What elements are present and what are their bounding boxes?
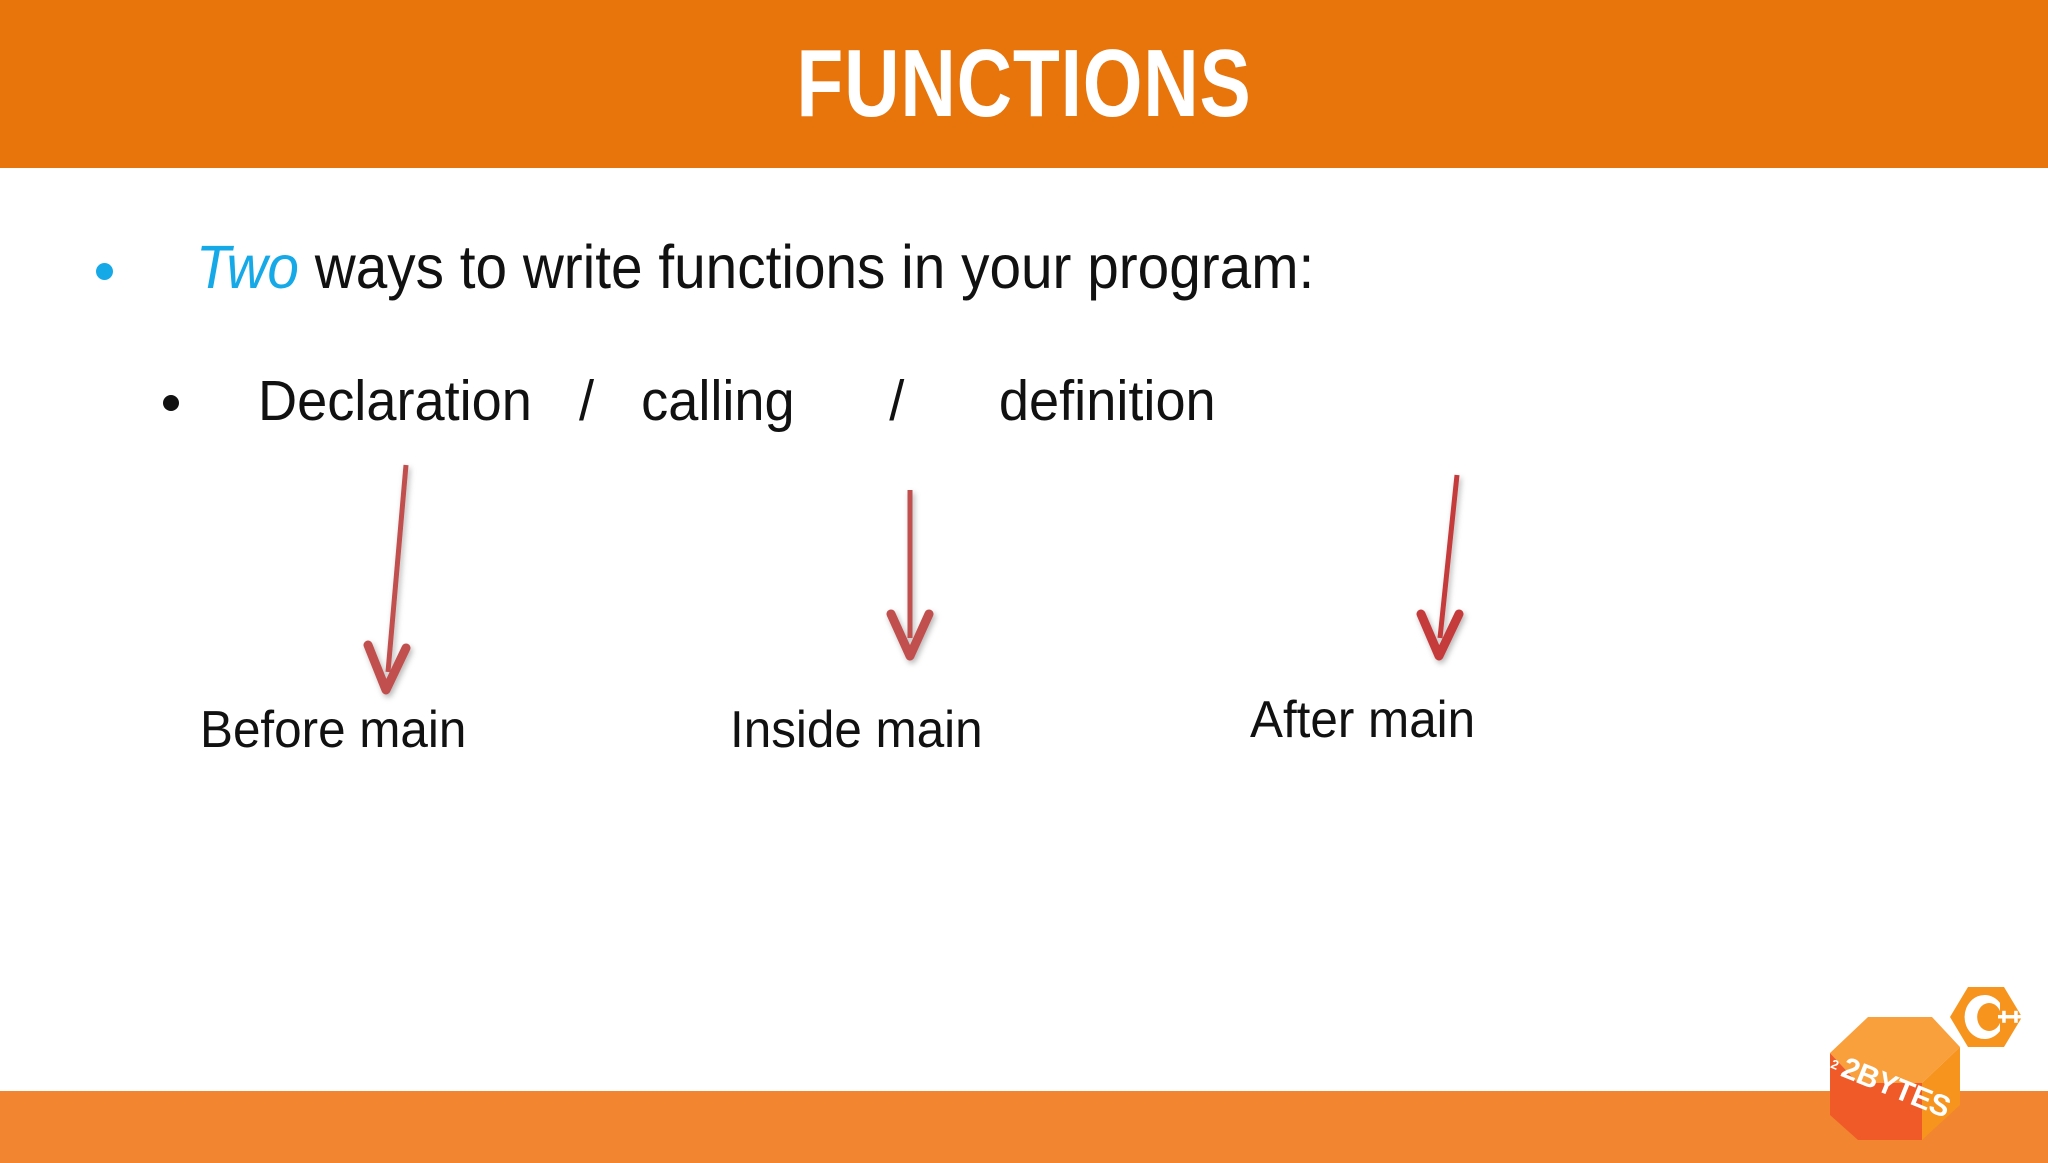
logo-cube [1830, 1017, 1960, 1140]
cpp-badge-plus [1998, 1010, 2022, 1023]
bullet-line-1: Two ways to write functions in your prog… [196, 232, 1314, 302]
label-after-main: After main [1250, 691, 1476, 749]
arrow-calling [886, 490, 934, 661]
label-before-main: Before main [200, 701, 467, 759]
label-inside-main: Inside main [730, 701, 983, 759]
arrow-declaration [363, 464, 411, 695]
bullet-line-1-rest: ways to write functions in your program: [298, 233, 1315, 301]
bullet-line-2: Declaration / calling / definition [258, 368, 1216, 434]
arrow-definition [1416, 474, 1464, 661]
bullet-dot-primary [96, 263, 113, 280]
term-declaration: Declaration [258, 369, 532, 433]
separator-1: / [578, 369, 595, 433]
term-calling: calling [641, 369, 795, 433]
title-bar [0, 0, 2048, 168]
term-definition: definition [998, 369, 1216, 433]
page-title: FUNCTIONS [796, 30, 1252, 137]
emphasis-two: Two [196, 233, 299, 301]
cpp-badge-icon [1950, 987, 2022, 1047]
logo-2bytes: 2 2BYTES [1829, 987, 2022, 1140]
footer-bar [0, 1091, 2048, 1163]
bullet-dot-secondary [163, 395, 179, 411]
separator-2: / [889, 369, 905, 433]
